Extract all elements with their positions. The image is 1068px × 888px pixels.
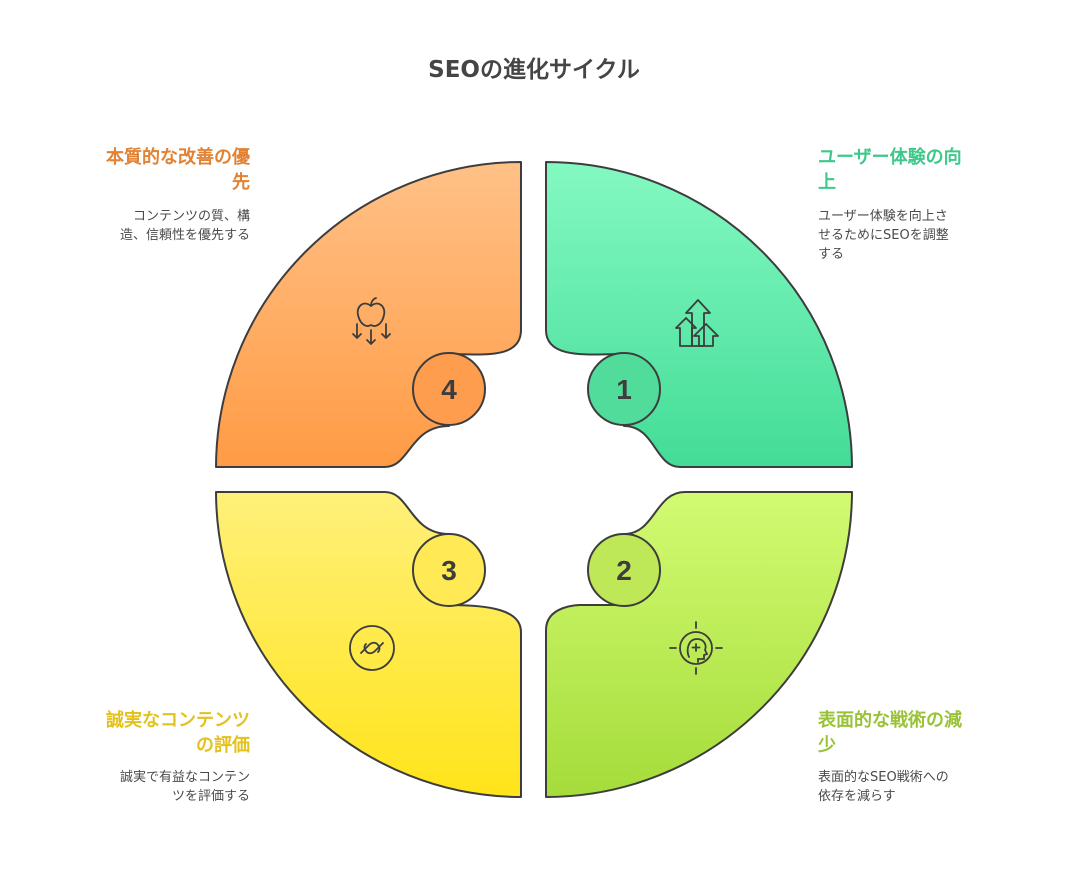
link-circle-icon	[349, 625, 395, 671]
step-1-title: ユーザー体験の向上	[818, 147, 962, 193]
step-3-number: 3	[441, 555, 457, 586]
apple-arrows-icon	[352, 297, 391, 345]
step-2-title: 表面的な戦術の減少	[818, 710, 962, 756]
segment-1	[545, 161, 853, 468]
step-3-title: 誠実なコンテンツの評価	[106, 710, 250, 756]
segment-2	[545, 491, 853, 798]
step-1-circle	[587, 352, 661, 426]
arrows-up-icon	[675, 299, 719, 347]
step-4-title: 本質的な改善の優先	[106, 147, 250, 193]
step-4-number: 4	[441, 374, 457, 405]
page-title: SEOの進化サイクル	[428, 57, 640, 83]
step-4-circle	[412, 352, 486, 426]
target-head-icon	[669, 621, 723, 675]
step-4-description: コンテンツの質、構造、信頼性を優先する	[119, 209, 250, 243]
step-1-number: 1	[616, 374, 632, 405]
segment-4	[215, 161, 522, 468]
step-1-description: ユーザー体験を向上させるためにSEOを調整する	[818, 209, 949, 262]
step-2-circle	[587, 533, 661, 607]
step-2-description: 表面的なSEO戦術への依存を減らす	[818, 770, 949, 804]
step-2-number: 2	[616, 555, 632, 586]
step-3-circle	[412, 533, 486, 607]
step-3-description: 誠実で有益なコンテンツを評価する	[119, 770, 250, 804]
